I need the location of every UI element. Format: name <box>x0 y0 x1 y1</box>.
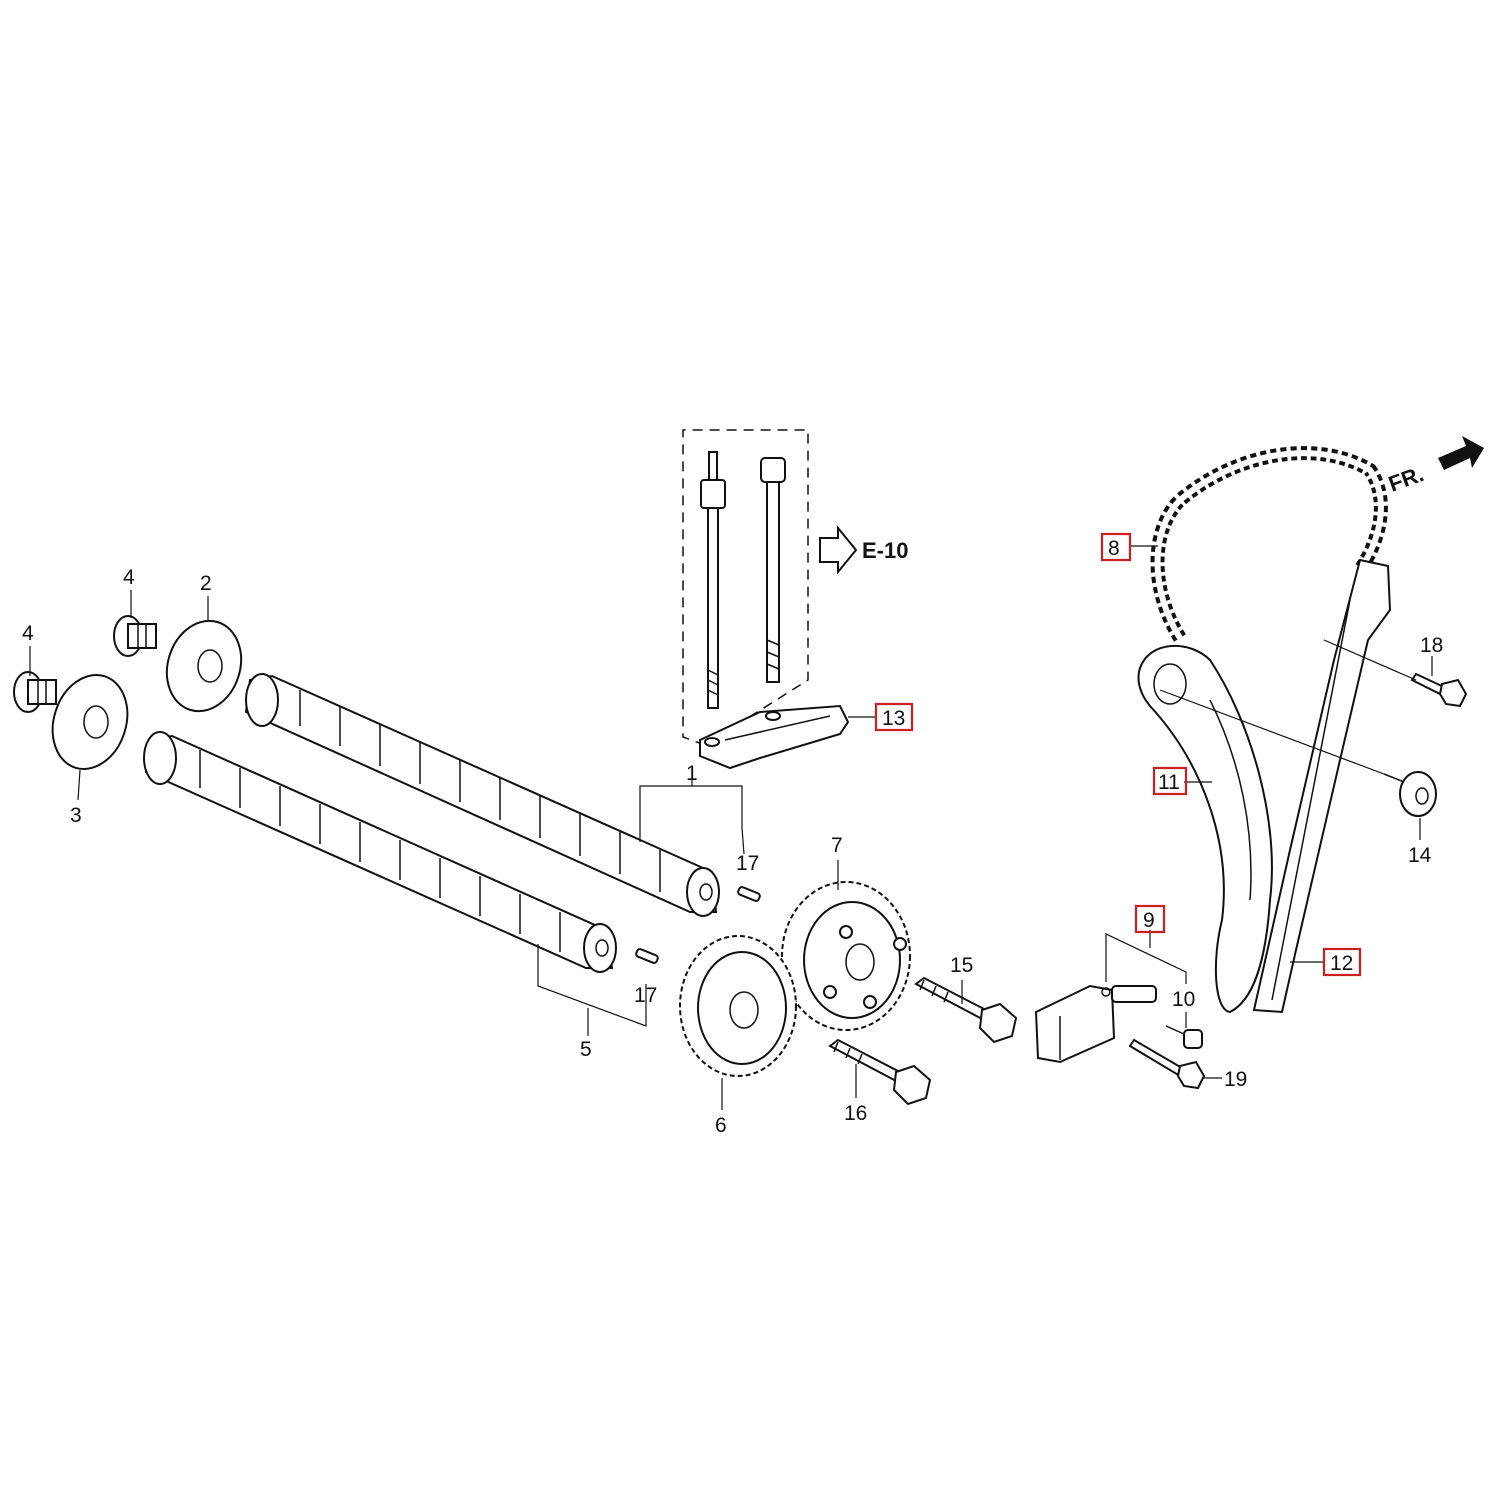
dowel-pin-upper <box>737 886 761 902</box>
stud-bolt-group <box>682 429 809 746</box>
callout-18[interactable]: 18 <box>1420 634 1443 657</box>
callout-1[interactable]: 1 <box>686 762 698 785</box>
bolt-18 <box>1410 672 1468 708</box>
pulser-plate-3 <box>51 674 129 770</box>
callout-5[interactable]: 5 <box>580 1038 592 1061</box>
cam-sprocket-6 <box>679 935 797 1077</box>
callout-16[interactable]: 16 <box>844 1102 867 1125</box>
callout-13[interactable]: 13 <box>882 707 905 730</box>
callout-3[interactable]: 3 <box>70 804 82 827</box>
callout-11[interactable]: 11 <box>1158 771 1180 794</box>
tensioner-arm-11 <box>1137 645 1273 1014</box>
bolt-10 <box>1165 1025 1203 1049</box>
front-direction-indicator: FR. <box>1385 436 1484 497</box>
callout-4-upper[interactable]: 4 <box>123 566 135 589</box>
callout-19[interactable]: 19 <box>1224 1068 1247 1091</box>
callout-9[interactable]: 9 <box>1143 909 1155 932</box>
highlight-box-11 <box>1152 766 1188 796</box>
dowel-pin-lower <box>635 948 659 964</box>
leader-lines <box>29 545 1433 1110</box>
callout-highlights <box>874 532 1362 977</box>
bolt-14 <box>1383 771 1437 817</box>
chain-guide-plate <box>699 704 850 770</box>
callout-17-lower[interactable]: 17 <box>634 984 657 1007</box>
highlight-box-9 <box>1134 904 1166 934</box>
highlight-box-12 <box>1322 947 1362 977</box>
highlight-box-13 <box>874 702 914 732</box>
reference-label: E-10 <box>862 538 908 563</box>
callout-12[interactable]: 12 <box>1330 952 1353 975</box>
callout-7[interactable]: 7 <box>831 834 843 857</box>
callout-2[interactable]: 2 <box>200 572 212 595</box>
callout-8[interactable]: 8 <box>1108 537 1120 560</box>
pulser-plate-2 <box>165 619 243 713</box>
bolt-16 <box>828 1038 932 1106</box>
front-direction-label: FR. <box>1385 461 1427 497</box>
bolt-19 <box>1128 1038 1206 1090</box>
chain-tensioner-9 <box>1034 984 1157 1064</box>
chain-guide-12 <box>1252 558 1392 1014</box>
vtc-sprocket-7 <box>781 881 911 1031</box>
callout-numbers: 4 4 2 3 1 17 17 5 7 6 15 16 13 8 11 9 10… <box>22 537 1443 1137</box>
callout-6[interactable]: 6 <box>715 1114 727 1137</box>
highlight-box-8 <box>1100 532 1132 562</box>
camshaft-lower <box>143 731 617 973</box>
timing-chain-8 <box>1150 446 1388 642</box>
callout-14[interactable]: 14 <box>1408 844 1432 867</box>
end-plug-left <box>13 671 57 713</box>
callout-17-upper[interactable]: 17 <box>736 852 759 875</box>
end-plug-upper <box>113 615 157 657</box>
callout-15[interactable]: 15 <box>950 954 973 977</box>
camshaft-upper <box>244 673 720 917</box>
bolt-15 <box>914 976 1018 1044</box>
callout-10[interactable]: 10 <box>1172 988 1195 1011</box>
callout-4-left[interactable]: 4 <box>22 622 34 645</box>
reference-arrow[interactable]: E-10 <box>819 525 908 575</box>
